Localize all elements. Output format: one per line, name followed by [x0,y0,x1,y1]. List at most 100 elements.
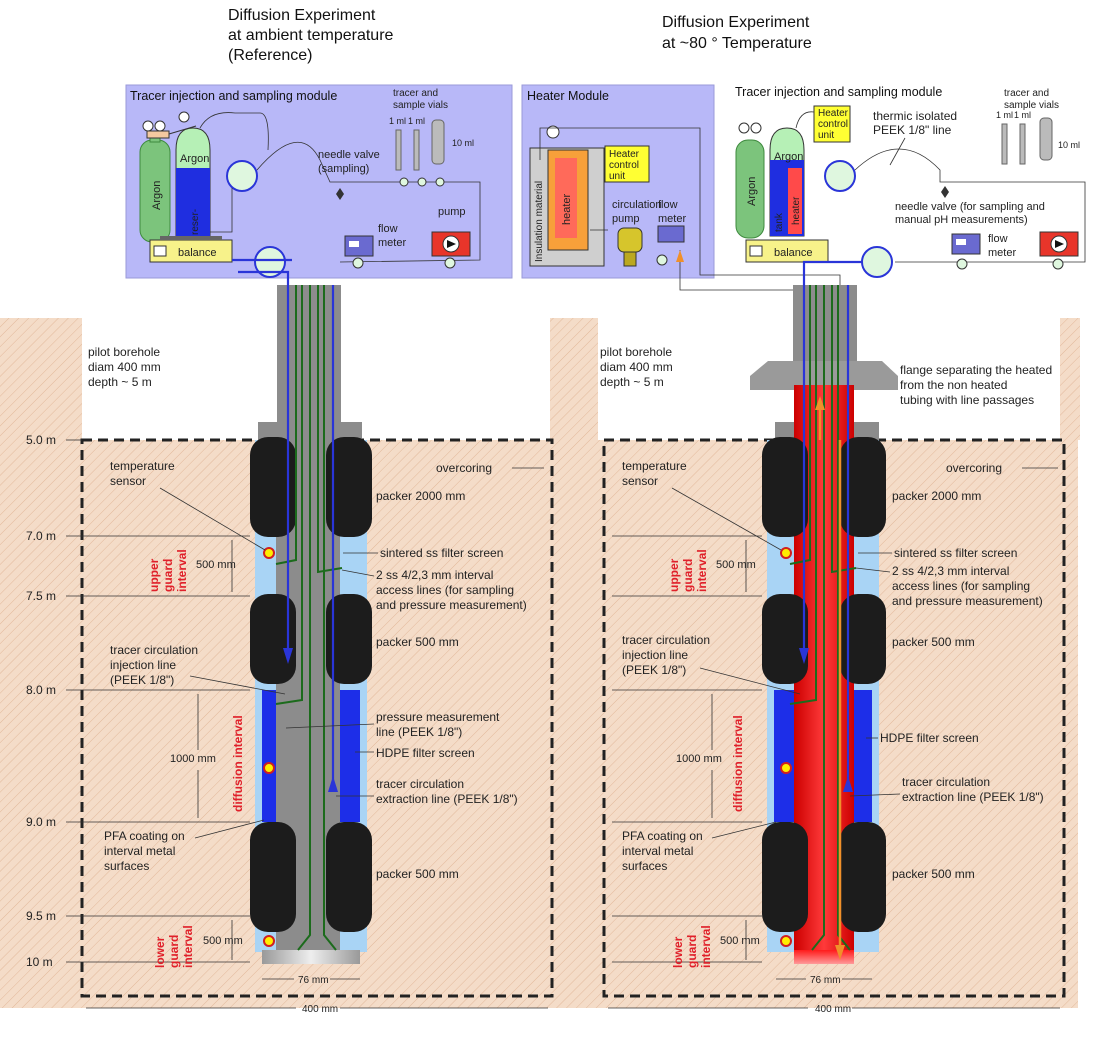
svg-text:lower: lower [671,936,685,968]
svg-text:packer 2000 mm: packer 2000 mm [376,489,465,503]
svg-text:PFA coating on: PFA coating on [104,829,185,843]
svg-text:Argon: Argon [746,177,758,206]
svg-text:tracer and: tracer and [393,88,438,99]
svg-text:Tracer injection and sampling: Tracer injection and sampling module [735,85,942,99]
svg-text:and pressure measurement): and pressure measurement) [892,594,1043,608]
svg-text:surfaces: surfaces [622,859,667,873]
svg-text:2 ss 4/2,3 mm interval: 2 ss 4/2,3 mm interval [892,564,1009,578]
svg-text:thermic isolated: thermic isolated [873,109,957,123]
svg-text:pilot borehole: pilot borehole [600,345,672,359]
svg-text:upper: upper [147,558,161,592]
svg-text:injection line: injection line [622,648,688,662]
svg-text:pump: pump [438,206,466,218]
svg-text:heater: heater [791,196,802,225]
svg-text:temperature: temperature [622,459,687,473]
svg-text:8.0 m: 8.0 m [26,683,56,697]
svg-text:heater: heater [561,193,573,225]
svg-text:access lines (for sampling: access lines (for sampling [376,583,514,597]
svg-text:sintered ss filter screen: sintered ss filter screen [894,546,1017,560]
svg-text:control: control [818,119,848,130]
svg-text:9.5 m: 9.5 m [26,909,56,923]
svg-text:balance: balance [178,247,217,259]
svg-text:(PEEK 1/8"): (PEEK 1/8") [110,673,174,687]
svg-text:Diffusion Experiment: Diffusion Experiment [662,14,810,31]
svg-text:7.0 m: 7.0 m [26,529,56,543]
svg-text:flow: flow [658,199,678,211]
svg-text:extraction line (PEEK 1/8"): extraction line (PEEK 1/8") [902,790,1044,804]
svg-text:lower: lower [153,936,167,968]
right-labels: pilot borehole diam 400 mm depth ~ 5 m f… [600,345,1060,1015]
left-labels: pilot borehole diam 400 mm depth ~ 5 m t… [86,345,548,1015]
svg-text:temperature: temperature [110,459,175,473]
svg-text:balance: balance [774,247,813,259]
svg-text:needle valve: needle valve [318,149,380,161]
svg-text:HDPE filter screen: HDPE filter screen [880,731,979,745]
svg-text:10 ml: 10 ml [1058,140,1080,150]
svg-text:1 ml: 1 ml [389,116,406,126]
svg-text:500 mm: 500 mm [196,559,236,571]
svg-text:extraction line (PEEK 1/8"): extraction line (PEEK 1/8") [376,792,518,806]
svg-text:flow: flow [378,223,398,235]
svg-text:flow: flow [988,233,1008,245]
svg-text:Tracer injection and sampling: Tracer injection and sampling module [130,89,337,103]
svg-text:tubing with line passages: tubing with line passages [900,393,1034,407]
svg-text:packer 2000 mm: packer 2000 mm [892,489,981,503]
svg-text:interval: interval [175,549,189,592]
svg-text:500 mm: 500 mm [203,935,243,947]
svg-text:Heater: Heater [609,149,640,160]
svg-text:interval: interval [181,925,195,968]
svg-text:(sampling): (sampling) [318,163,369,175]
svg-text:packer 500 mm: packer 500 mm [892,635,975,649]
svg-text:tracer and: tracer and [1004,88,1049,99]
svg-text:upper: upper [667,558,681,592]
heater-module: Heater Module Insulation material heater… [521,84,841,440]
svg-text:1000 mm: 1000 mm [170,753,216,765]
svg-text:Argon: Argon [180,153,209,165]
svg-text:500 mm: 500 mm [720,935,760,947]
svg-text:Insulation material: Insulation material [534,181,545,262]
svg-text:pilot borehole: pilot borehole [88,345,160,359]
svg-text:interval: interval [695,549,709,592]
svg-text:guard: guard [167,935,181,968]
svg-text:reser-: reser- [190,209,201,235]
svg-text:sample vials: sample vials [393,100,448,111]
svg-text:unit: unit [818,130,834,141]
svg-text:400 mm: 400 mm [302,1004,338,1015]
svg-text:(PEEK 1/8"): (PEEK 1/8") [622,663,686,677]
right-borehole [602,260,1066,998]
svg-text:10 ml: 10 ml [452,138,474,148]
svg-text:tracer circulation: tracer circulation [902,775,990,789]
svg-text:HDPE filter screen: HDPE filter screen [376,746,475,760]
svg-text:sample vials: sample vials [1004,100,1059,111]
left-injection-module: Tracer injection and sampling module Arg… [125,84,513,279]
svg-text:pressure measurement: pressure measurement [376,710,500,724]
svg-text:meter: meter [378,237,406,249]
svg-text:5.0 m: 5.0 m [26,433,56,447]
svg-text:depth ~ 5 m: depth ~ 5 m [88,375,152,389]
svg-text:Argon: Argon [151,181,163,210]
svg-text:unit: unit [609,171,625,182]
svg-text:Heater: Heater [818,108,849,119]
depth-scale: 5.0 m 7.0 m 7.5 m 8.0 m 9.0 m 9.5 m 10 m [26,433,762,969]
svg-text:sensor: sensor [622,474,658,488]
svg-text:guard: guard [681,559,695,592]
svg-text:manual pH measurements): manual pH measurements) [895,214,1028,226]
svg-text:500 mm: 500 mm [716,559,756,571]
svg-text:PEEK 1/8" line: PEEK 1/8" line [873,123,952,137]
svg-text:sintered ss filter screen: sintered ss filter screen [380,546,503,560]
svg-text:tracer circulation: tracer circulation [622,633,710,647]
svg-text:guard: guard [161,559,175,592]
svg-text:Heater Module: Heater Module [527,89,609,103]
svg-text:1 ml: 1 ml [996,110,1013,120]
svg-text:injection line: injection line [110,658,176,672]
svg-text:access lines (for sampling: access lines (for sampling [892,579,1030,593]
svg-text:meter: meter [988,247,1016,259]
svg-text:surfaces: surfaces [104,859,149,873]
svg-text:7.5 m: 7.5 m [26,589,56,603]
svg-text:diam 400 mm: diam 400 mm [88,360,161,374]
svg-text:diam 400 mm: diam 400 mm [600,360,673,374]
svg-text:line (PEEK 1/8"): line (PEEK 1/8") [376,725,462,739]
svg-text:tracer circulation: tracer circulation [110,643,198,657]
svg-text:meter: meter [658,213,686,225]
svg-text:diffusion interval: diffusion interval [231,715,245,812]
